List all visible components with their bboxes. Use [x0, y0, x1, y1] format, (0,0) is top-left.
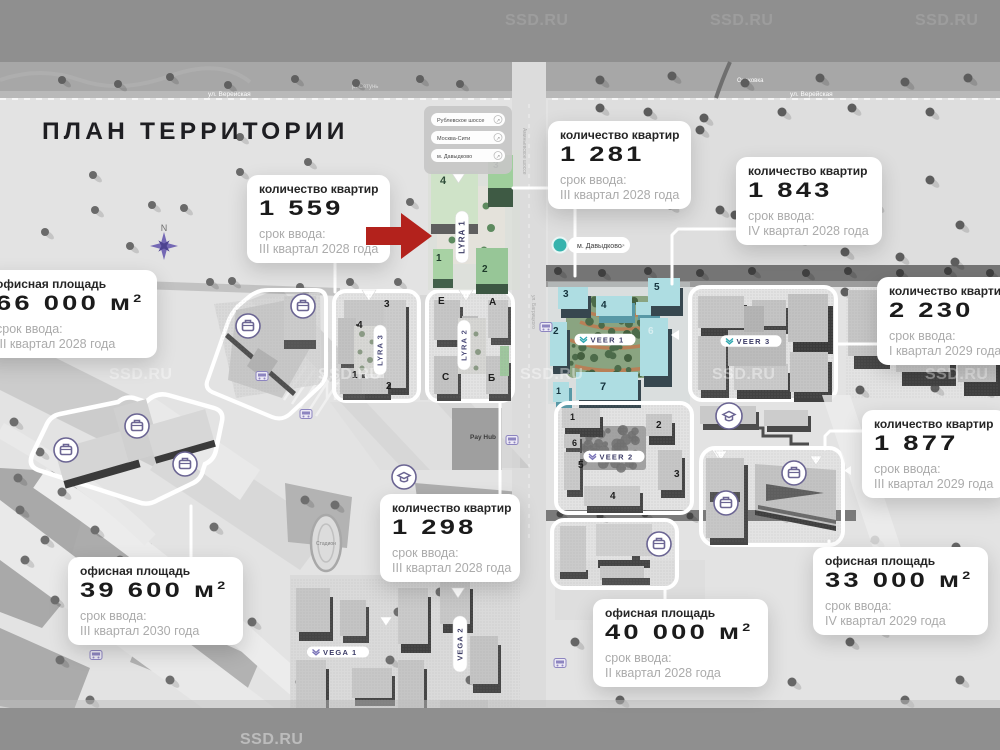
svg-text:2: 2 [656, 420, 662, 431]
svg-text:Pay Hub: Pay Hub [470, 434, 496, 441]
svg-text:3: 3 [384, 299, 390, 310]
svg-text:1: 1 [436, 253, 442, 264]
svg-text:N: N [161, 223, 168, 233]
svg-text:Рублевское шоссе: Рублевское шоссе [437, 118, 484, 124]
svg-text:LYRA 2: LYRA 2 [460, 329, 469, 361]
svg-text:6: 6 [648, 326, 654, 337]
svg-text:ул. Верейская: ул. Верейская [790, 90, 833, 98]
svg-text:VEGA 2: VEGA 2 [456, 627, 465, 660]
svg-text:VEER 1: VEER 1 [591, 336, 625, 345]
svg-text:Москва-Сити: Москва-Сити [437, 136, 470, 142]
svg-text:LYRA 1: LYRA 1 [458, 220, 467, 253]
svg-text:↗: ↗ [496, 154, 500, 160]
svg-text:Очаковка: Очаковка [737, 78, 764, 84]
svg-text:ул. Верейская: ул. Верейская [208, 90, 251, 98]
svg-text:6: 6 [572, 438, 577, 448]
svg-text:VEGA 1: VEGA 1 [323, 648, 357, 657]
svg-text:Б: Б [488, 373, 495, 384]
svg-text:4: 4 [440, 175, 447, 187]
svg-text:5: 5 [654, 282, 660, 293]
svg-text:2: 2 [482, 264, 488, 275]
svg-text:3: 3 [563, 289, 569, 300]
svg-text:4: 4 [601, 300, 607, 311]
svg-text:Е: Е [438, 296, 445, 307]
svg-text:С: С [442, 372, 449, 383]
svg-text:VEER 3: VEER 3 [737, 337, 771, 346]
svg-text:↗: ↗ [620, 244, 625, 250]
svg-text:Аминьевское шоссе: Аминьевское шоссе [521, 128, 527, 175]
svg-text:м. Давыдково: м. Давыдково [437, 154, 472, 160]
svg-text:р. Сетунь: р. Сетунь [352, 84, 378, 90]
svg-text:LYRA 3: LYRA 3 [376, 334, 385, 366]
svg-text:2: 2 [553, 326, 559, 337]
svg-text:VEER 2: VEER 2 [600, 453, 634, 462]
svg-text:м. Давыдково: м. Давыдково [577, 243, 622, 250]
svg-text:ул. Багрицкого: ул. Багрицкого [530, 295, 536, 329]
svg-text:3: 3 [674, 469, 680, 480]
svg-text:1: 1 [352, 370, 358, 381]
svg-text:1: 1 [556, 386, 561, 396]
svg-text:5: 5 [578, 460, 584, 471]
svg-text:2: 2 [386, 381, 392, 392]
svg-text:Стадион: Стадион [316, 541, 336, 547]
svg-text:4: 4 [610, 491, 616, 502]
svg-text:4: 4 [357, 320, 363, 331]
svg-text:7: 7 [600, 381, 606, 393]
svg-text:↗: ↗ [496, 118, 500, 124]
svg-text:1: 1 [570, 412, 575, 422]
svg-text:А: А [489, 297, 496, 308]
svg-text:↗: ↗ [496, 136, 500, 142]
